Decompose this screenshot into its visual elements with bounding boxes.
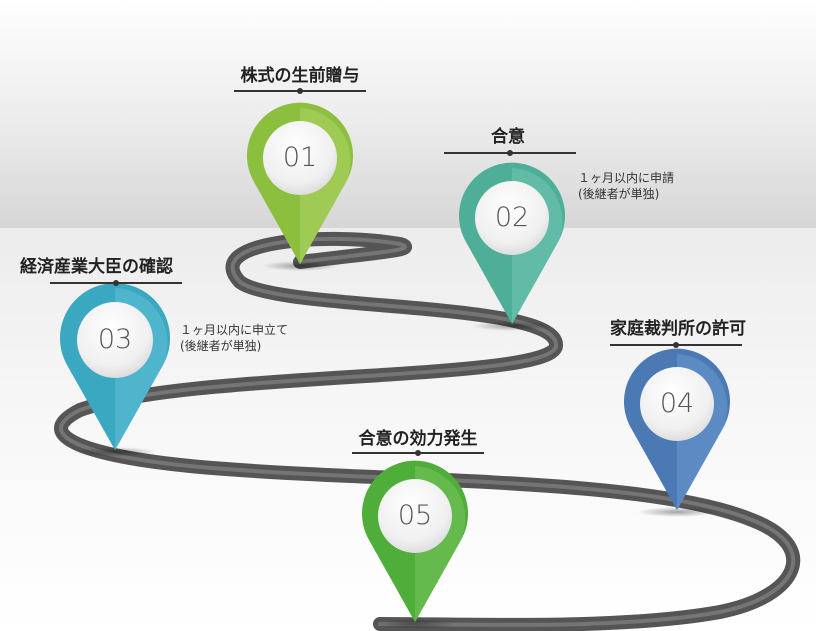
pin-shadow-03 <box>73 447 157 457</box>
step-05-title: 合意の効力発生 <box>358 429 478 449</box>
map-pin-icon <box>459 162 565 324</box>
step-03-note: １ヶ月以内に申立て (後継者が単独) <box>180 322 288 354</box>
step-02-note: １ヶ月以内に申請 (後継者が単独) <box>578 170 674 202</box>
step-01-divider <box>234 88 366 94</box>
step-01-number: 01 <box>282 142 318 173</box>
pin-shadow-05 <box>375 619 455 629</box>
step-02-note-line: １ヶ月以内に申請 <box>578 171 675 185</box>
step-03-note-line: １ヶ月以内に申立て <box>180 323 289 337</box>
step-03-number: 03 <box>97 324 133 355</box>
step-04-number: 04 <box>659 388 695 419</box>
step-04-title: 家庭裁判所の許可 <box>610 319 746 339</box>
step-05-number: 05 <box>397 500 433 531</box>
map-pin-icon <box>362 460 468 622</box>
step-01-title: 株式の生前贈与 <box>240 66 360 86</box>
pin-shadow-02 <box>472 321 552 331</box>
step-03-note-line: (後継者が単独) <box>180 339 262 353</box>
step-02-title: 合意 <box>491 127 525 147</box>
step-05-divider <box>352 450 484 456</box>
map-pin-icon <box>624 348 731 510</box>
wall <box>0 0 816 228</box>
step-03-title: 経済産業大臣の確認 <box>20 257 173 277</box>
map-pin-icon <box>59 283 171 450</box>
step-02-note-line: (後継者が単独) <box>578 187 660 201</box>
road-highlight <box>59 236 796 627</box>
step-02-number: 02 <box>494 202 530 233</box>
step-04-divider <box>610 342 742 348</box>
pin-shadow-04 <box>637 507 717 517</box>
map-pin-icon <box>247 102 353 264</box>
pin-shadow-01 <box>262 261 338 271</box>
step-02-divider <box>444 150 576 156</box>
step-03-divider <box>50 280 182 286</box>
